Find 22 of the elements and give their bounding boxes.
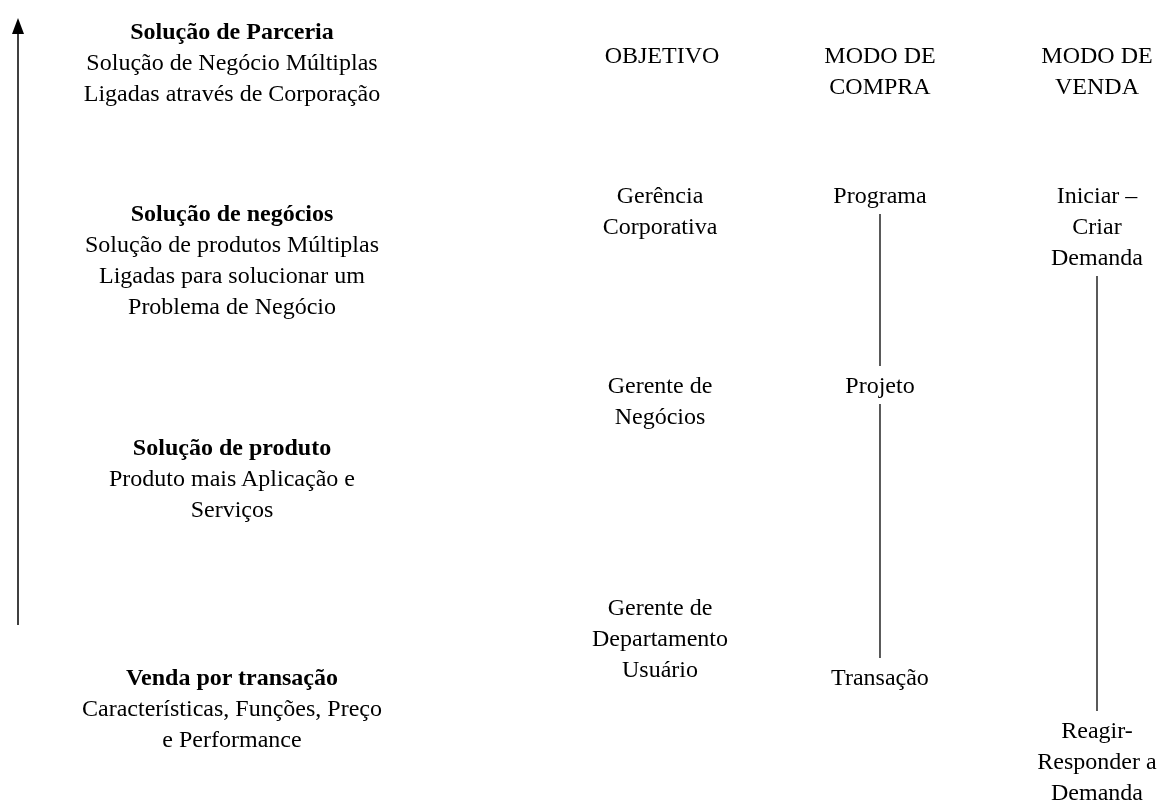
connector-line xyxy=(1096,275,1098,712)
level-heading: Solução de negócios xyxy=(129,199,335,228)
level-description: Produto mais Aplicação e Serviços xyxy=(108,464,356,524)
level-heading: Solução de produto xyxy=(131,433,333,462)
column-header: OBJETIVO xyxy=(603,41,721,70)
buying-mode-label: Projeto xyxy=(810,370,950,401)
column-header: MODO DE COMPRA xyxy=(823,41,937,101)
level-description: Solução de produtos Múltiplas Ligadas para solucionar um Problema de Negócio xyxy=(84,230,380,321)
level-heading: Venda por transação xyxy=(125,663,339,692)
level-heading: Solução de Parceria xyxy=(129,17,335,46)
buying-mode-label: Programa xyxy=(810,180,950,211)
buying-mode-label: Transação xyxy=(810,662,950,693)
column-header: MODO DE VENDA xyxy=(1040,41,1154,101)
selling-mode-label: Iniciar – Criar Demanda xyxy=(1037,180,1157,273)
level-description: Características, Funções, Preço e Performance xyxy=(82,694,382,754)
role-label: Gerente de Departamento Usuário xyxy=(591,593,729,684)
connector-line xyxy=(879,403,881,659)
connector-line xyxy=(879,213,881,367)
role-label: Gerência Corporativa xyxy=(601,181,719,241)
level-description: Solução de Negócio Múltiplas Ligadas através de Corporação xyxy=(82,48,382,108)
role-label: Gerente de Negócios xyxy=(606,371,714,431)
selling-mode-label: Reagir- Responder a Demanda xyxy=(1037,715,1157,808)
